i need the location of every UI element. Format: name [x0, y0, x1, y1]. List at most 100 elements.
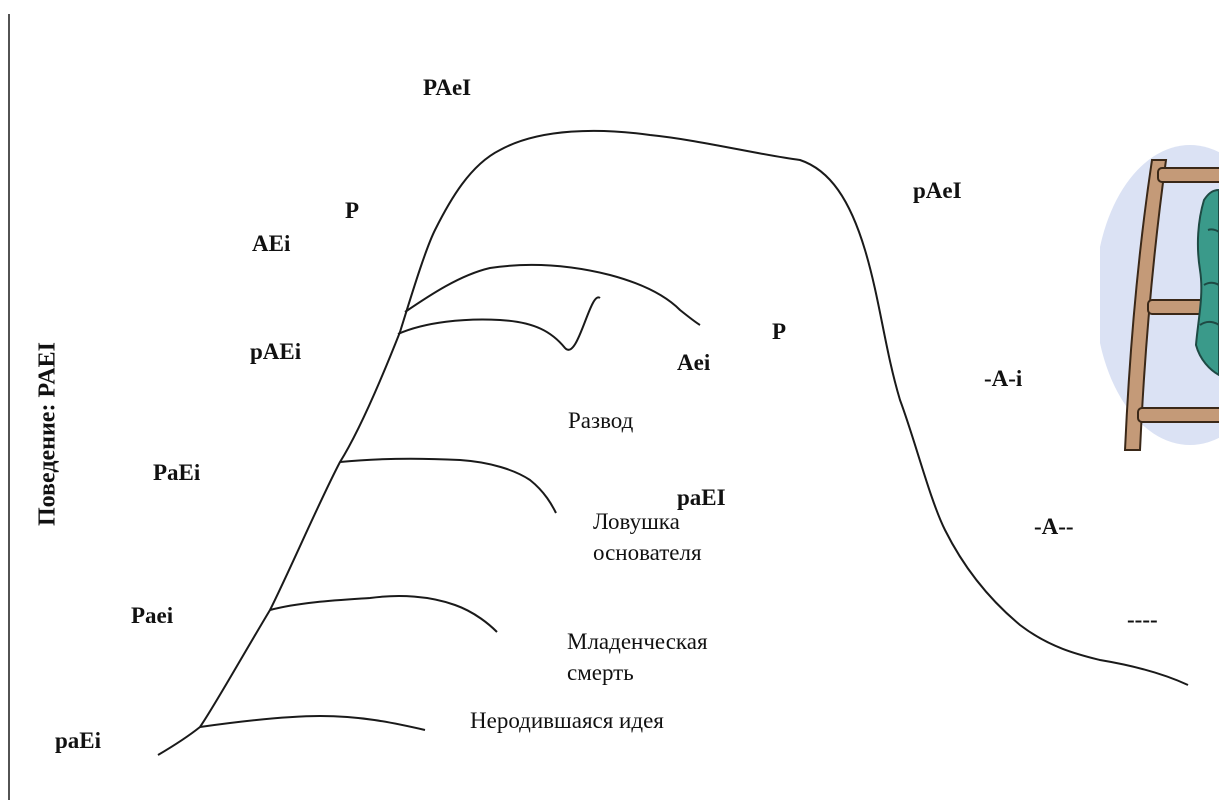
branch-divorce-visible-real: [400, 298, 600, 372]
branch-divorce-render: [400, 298, 600, 364]
code-label: paEI: [677, 485, 726, 510]
divorce-visible: [398, 298, 601, 369]
branch-divorce-visible-stroke: [398, 298, 600, 363]
branch-divorce-curve-visible: [398, 298, 600, 364]
branch-divorce-displayed: [398, 298, 600, 368]
branch-divorce-final-line: [398, 298, 600, 363]
divorce-one: [400, 298, 600, 371]
branch-divorce-line: [400, 298, 600, 356]
divorce-branch-drawing: [400, 298, 601, 363]
branch-divorce-line-drawn: [400, 298, 601, 363]
divorce-branch-visible: [400, 298, 601, 370]
divorce-branch-main-line: [400, 298, 600, 374]
divorce-visible-final: [400, 298, 600, 362]
branch-divorce-drawn-line: [400, 298, 600, 372]
branch-divorce-render-final: [398, 298, 600, 365]
ladder-icon: [1100, 145, 1219, 451]
divorce-branch-drawn-ok: [400, 298, 601, 365]
branch-divorce-real-visible: [400, 297, 600, 350]
divorce-real-line: [398, 298, 601, 367]
divorce-branch-rendered: [398, 298, 600, 374]
divorce-branch-render-stroke: [400, 298, 600, 368]
branch-divorce-drawn-real: [400, 297, 601, 360]
branch-divorce-visible-curve: [398, 298, 601, 369]
divorce-drawn-line: [400, 322, 588, 372]
failure-branch-divorce: [398, 298, 600, 363]
code-label: ----: [1127, 607, 1158, 632]
divorce-curve-final: [398, 298, 601, 367]
divorce-path-main: [400, 321, 592, 382]
divorce-arc: [400, 298, 601, 375]
divorce-branch: [400, 298, 601, 374]
divorce-shown: [398, 298, 600, 362]
branch-divorce-stroke-rendered: [400, 298, 600, 368]
divorce-branch-drawn: [400, 298, 601, 380]
code-label: -A-i: [984, 366, 1023, 391]
branch-divorce-stroke-visible: [398, 298, 600, 377]
divorce-branch-final-stroke: [398, 298, 601, 367]
code-label: P: [345, 198, 360, 223]
branch-divorce: [400, 297, 601, 354]
divorce-final: [398, 298, 601, 367]
divorce-stroke-final: [400, 298, 601, 372]
divorce-stroked-line: [400, 298, 601, 370]
failure-label-divorce: Развод: [568, 408, 634, 433]
divorce-rendered-final: [398, 298, 601, 367]
branch-divorce-really-visible: [400, 298, 600, 363]
branch-divorce-stroke: [400, 297, 600, 356]
code-label: PAeI: [423, 75, 472, 100]
divorce-branch-visible-stroked: [400, 298, 600, 355]
branch-divorce-line-visible: [400, 297, 600, 363]
branch-divorce-visible-one: [398, 297, 600, 362]
main-lifecycle-curve: [157, 129, 1189, 756]
failure-divorce-stroked: [400, 298, 601, 363]
branch-divorce-drawn-main: [400, 298, 600, 357]
divorce-drawn-branch: [400, 298, 600, 361]
divorce-branch-stroke: [398, 298, 600, 363]
divorce-branch-visible-final: [398, 298, 600, 365]
code-label: AEi: [252, 231, 291, 256]
divorce-branch-real-rendered: [400, 298, 600, 362]
divorce-branch-stroke-actual: [400, 298, 600, 363]
divorce-line-visible: [398, 298, 600, 368]
branch-unborn-idea: [199, 714, 426, 731]
y-axis-label: Поведение: PAEI: [34, 341, 61, 527]
divorce-branch-rendered-stroke: [400, 298, 601, 370]
branch-divorce-stroke-final: [398, 298, 601, 365]
code-label: PaEi: [153, 460, 201, 485]
branch-divorce-stroked: [400, 297, 600, 361]
branch-divorce-stroke-drawn: [400, 298, 601, 363]
divorce-visible-curve: [398, 298, 601, 365]
branch-divorce-rendered-visible: [400, 298, 600, 363]
branch-divorce-actual-line: [400, 320, 572, 364]
branch-divorce-render-line: [398, 297, 601, 365]
divorce-branch-rendered-final: [400, 298, 600, 363]
divorce-failure-branch: [400, 298, 601, 373]
branch-divorce-visible-final: [398, 298, 600, 370]
divorce-final-line: [398, 298, 601, 367]
branch-divorce-real: [398, 298, 600, 362]
divorce-branch-final-actual: [400, 298, 600, 374]
divorce-branch-visible-stroke: [400, 298, 600, 367]
branch-infant-death: [269, 595, 498, 633]
divorce-final-stroked: [400, 298, 600, 362]
code-label: -A--: [1034, 514, 1074, 539]
branch-divorce-true-stroke: [400, 298, 600, 371]
branch-divorce-rendered-line: [398, 298, 600, 362]
branch-divorce-shown: [398, 297, 600, 361]
branch-failure-divorce: [398, 298, 600, 374]
branch-divorce-visible-branch: [400, 298, 600, 353]
code-label: Paei: [131, 603, 174, 628]
branch-divorce-single: [400, 298, 600, 363]
divorce-branch-final: [400, 298, 601, 378]
failure-divorce-visible-stroke: [398, 298, 600, 364]
divorce-curve: [400, 298, 600, 346]
divorce-branch-shown: [398, 298, 600, 362]
divorce-that-is-drawn: [400, 319, 575, 368]
divorce-failure-line: [398, 298, 600, 368]
divorce-branch-stroked-final: [400, 298, 600, 363]
failure-branch-divorce-line: [398, 320, 575, 368]
divorce-real-visible: [400, 298, 601, 370]
divorce-rendered-branch: [398, 298, 600, 360]
